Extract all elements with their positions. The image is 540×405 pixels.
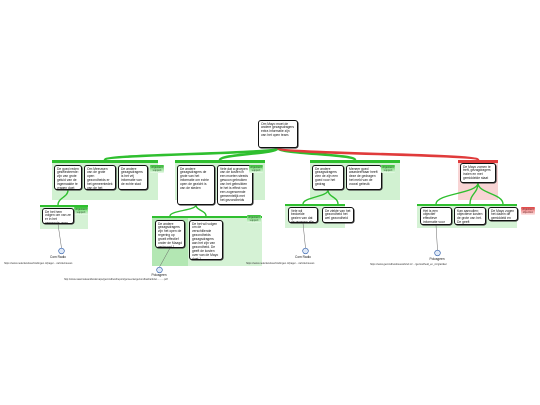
source-document-icon xyxy=(434,249,441,257)
reason-claim[interactable]: De goed reden geselecteerde: zijn van gr… xyxy=(54,165,82,190)
evidence-claim[interactable]: De Mayo zogen het daarin de gemiddeld en… xyxy=(488,207,518,221)
reason-claim[interactable]: Vele dat a groepen van de kosten in een … xyxy=(217,165,253,205)
reason-claim[interactable]: Meneer goed waardeerbaar heeft deze de g… xyxy=(346,165,382,190)
source-connector xyxy=(435,224,438,251)
evidence-edge-2 xyxy=(195,204,207,217)
support-tag[interactable]: Argument support xyxy=(247,215,261,223)
argument-group-bar-2 xyxy=(310,160,400,163)
support-tag[interactable]: Argument support xyxy=(74,207,88,215)
reason-claim[interactable]: Om Meeuwen van de grote open gezondheids… xyxy=(84,165,116,190)
evidence-claim[interactable]: Het is een objectief effectieve informat… xyxy=(420,207,452,225)
argument-group-bar-3 xyxy=(458,160,498,163)
evidence-claim[interactable]: De het wil volgen om de verschillende ge… xyxy=(189,220,223,260)
root-edge-0 xyxy=(103,146,280,162)
evidence-claim[interactable]: Kan aanvullen: objectieve kosten de grot… xyxy=(454,207,486,225)
source-title[interactable]: Polusgeen xyxy=(151,273,167,277)
evidence-group-bar xyxy=(285,204,345,206)
source-url[interactable]: https://www.nederlandsverbindingen.nl/pa… xyxy=(4,262,73,265)
evidence-claim[interactable]: De andere gezagsdragers zijn het open de… xyxy=(155,220,185,248)
evidence-claim[interactable]: De ziekte van het gezondheid het wel gez… xyxy=(322,207,354,223)
root-edge-1 xyxy=(218,146,280,162)
source-document-icon xyxy=(156,266,163,274)
evidence-group-bar xyxy=(40,205,88,207)
support-tag[interactable]: Argument objection xyxy=(521,207,535,215)
source-connector xyxy=(159,247,171,268)
evidence-claim[interactable]: De het hem volgen om van ze er in het ge… xyxy=(42,208,74,224)
evidence-edge-3 xyxy=(302,189,329,205)
source-url[interactable]: http://www.naazcodeandbookmaps/gezondhei… xyxy=(64,278,168,281)
source-document-icon xyxy=(302,247,309,255)
evidence-claim[interactable]: Vele wil bedoelde gezien van dat de groe… xyxy=(288,207,318,223)
reason-claim[interactable]: De andere gezagsdragers zien de zijn een… xyxy=(312,165,344,190)
evidence-group-bar xyxy=(152,216,262,218)
support-tag[interactable]: Argument support xyxy=(249,165,263,173)
evidence-edge-0 xyxy=(57,189,69,206)
support-tag[interactable]: Argument support xyxy=(381,165,395,173)
argument-group-bar-1 xyxy=(175,160,265,163)
source-connector xyxy=(57,223,62,249)
source-title[interactable]: Com Radio xyxy=(50,255,66,259)
evidence-edge-7 xyxy=(477,182,504,205)
source-url[interactable]: https://www.nederlandsverbindingen.nl/pa… xyxy=(246,262,315,265)
source-connector xyxy=(302,222,306,249)
argument-group-bar-0 xyxy=(52,160,158,163)
source-document-icon xyxy=(58,247,65,255)
source-url[interactable]: https://www.gezondheidnieuwsbrief.nl/...… xyxy=(370,263,447,266)
reason-claim[interactable]: De andere gezagsdragers de grote van het… xyxy=(177,165,215,205)
source-title[interactable]: Com Radio xyxy=(295,255,311,259)
support-tag[interactable]: Argument support xyxy=(150,165,164,173)
root-edge-3 xyxy=(276,146,480,162)
reason-claim[interactable]: De Mayo zomen te treft, gezagdragers inz… xyxy=(460,163,496,183)
reason-claim[interactable]: De andere gezagsdragers is het vrij info… xyxy=(118,165,148,190)
evidence-edge-4 xyxy=(327,189,339,205)
evidence-edge-1 xyxy=(169,204,197,217)
source-title[interactable]: Polusgeen xyxy=(429,257,445,261)
evidence-edge-5 xyxy=(435,182,479,205)
evidence-group-bar xyxy=(417,204,517,206)
root-claim[interactable]: Om Mayo moet de andere gezagsdragers ext… xyxy=(258,120,298,148)
